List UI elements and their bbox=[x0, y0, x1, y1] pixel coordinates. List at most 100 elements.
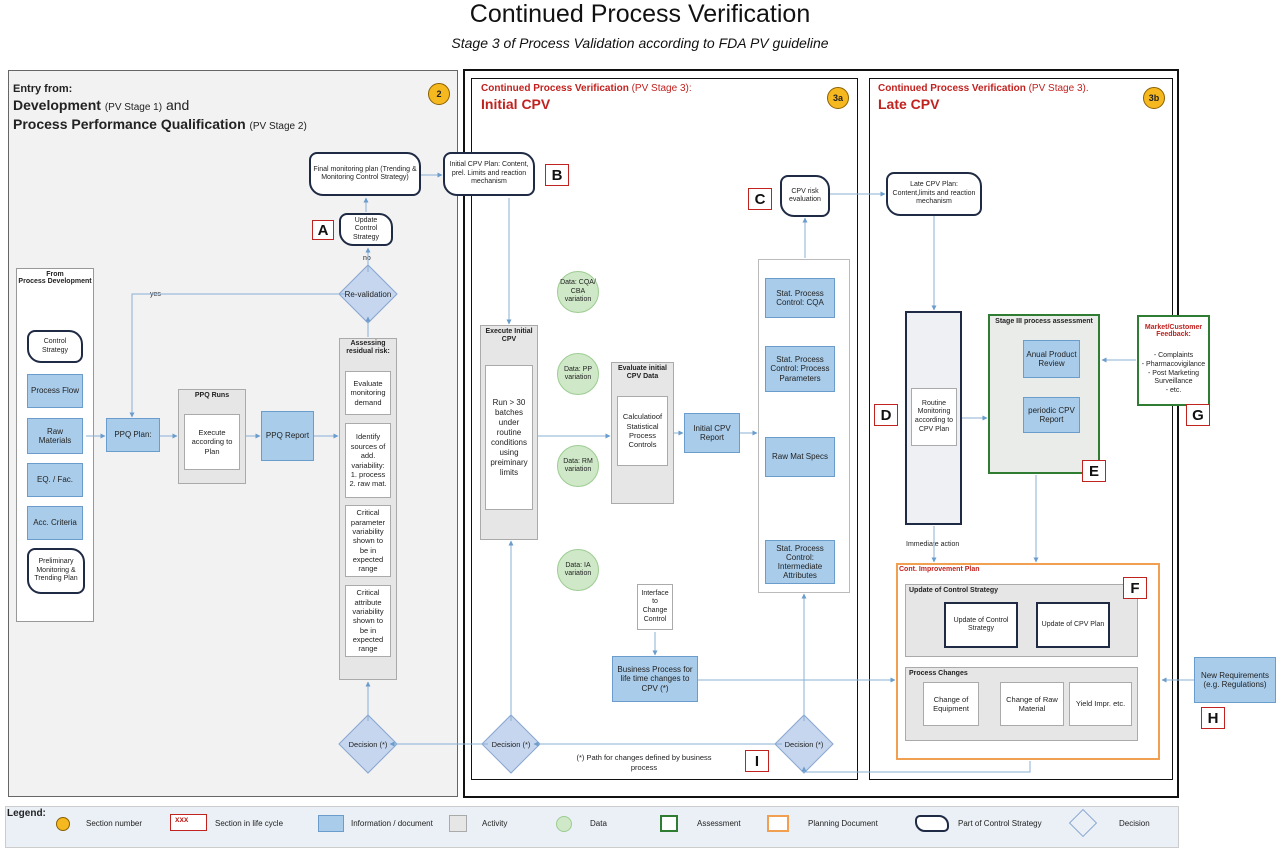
legend-planning-swatch bbox=[767, 815, 789, 832]
acc-criteria-doc: Acc. Criteria bbox=[27, 506, 83, 540]
raw-mat-specs-doc: Raw Mat Specs bbox=[765, 437, 835, 477]
section-number-2: 2 bbox=[428, 83, 450, 105]
section-label-i: I bbox=[745, 750, 769, 772]
spc-cqa-doc: Stat. Process Control: CQA bbox=[765, 278, 835, 318]
legend-activity-swatch bbox=[449, 815, 467, 832]
market-feedback-title: Market/Customer Feedback: bbox=[1144, 324, 1203, 338]
initial-cpv-heading-stage: (PV Stage 3): bbox=[631, 83, 692, 94]
update-control-strategy: Update Control Strategy bbox=[339, 213, 393, 246]
legend-assessment-swatch bbox=[660, 815, 678, 832]
update-cpv-plan: Update of CPV Plan bbox=[1036, 602, 1110, 648]
calc-spc-activity: Calculatioof Statistical Process Control… bbox=[617, 396, 668, 466]
legend-planning: Planning Document bbox=[808, 819, 878, 828]
yes-label: yes bbox=[150, 291, 161, 298]
identify-variability-activity: Identify sources of add. variability: 1.… bbox=[345, 423, 391, 498]
stage3-assessment-title: Stage III process assessment bbox=[995, 318, 1093, 325]
initial-cpv-heading: Continued Process Verification (PV Stage… bbox=[481, 83, 692, 94]
change-raw-material: Change of Raw Material bbox=[1000, 682, 1064, 726]
data-cqa-cba: Data: CQA/ CBA variation bbox=[557, 271, 599, 313]
improvement-plan-title: Cont. Improvement Plan bbox=[899, 566, 980, 573]
control-strategy-doc: Control Strategy bbox=[27, 330, 83, 363]
section-label-e: E bbox=[1082, 460, 1106, 482]
legend-control-swatch bbox=[915, 815, 949, 832]
yield-improvement: Yield Impr. etc. bbox=[1069, 682, 1132, 726]
entry-from-label: Entry from: bbox=[13, 83, 73, 95]
annual-product-review: Anual Product Review bbox=[1023, 340, 1080, 378]
no-label: no bbox=[363, 255, 371, 262]
legend-decision: Decision bbox=[1119, 819, 1150, 828]
decision-3a-left-label: Decision (*) bbox=[491, 739, 531, 749]
legend-info: Information / document bbox=[351, 819, 433, 828]
legend-section-number: Section number bbox=[86, 819, 143, 828]
market-feedback-box bbox=[1137, 315, 1210, 406]
section-label-b: B bbox=[545, 164, 569, 186]
section-label-g: G bbox=[1186, 404, 1210, 426]
late-cpv-subheading: Late CPV bbox=[878, 96, 940, 112]
dev-label: Development bbox=[13, 97, 101, 113]
from-dev-title: From Process Development bbox=[18, 271, 92, 285]
decision-left-label: Decision (*) bbox=[348, 739, 388, 749]
dev-heading: Development (PV Stage 1) and bbox=[13, 97, 189, 113]
legend-section-life: Section in life cycle bbox=[215, 819, 284, 828]
legend-xxx-swatch: xxx bbox=[170, 814, 207, 831]
ppq-heading: Process Performance Qualification (PV St… bbox=[13, 116, 307, 132]
section-label-h: H bbox=[1201, 707, 1225, 729]
market-feedback-items: - Complaints - Pharmacovigilance - Post … bbox=[1141, 352, 1206, 394]
legend-activity: Activity bbox=[482, 819, 508, 828]
data-ia: Data: IA variation bbox=[557, 549, 599, 591]
ppq-report-doc: PPQ Report bbox=[261, 411, 314, 461]
initial-cpv-heading-main: Continued Process Verification bbox=[481, 83, 629, 94]
update-control-strategy-plan: Update of Control Strategy bbox=[944, 602, 1018, 648]
late-cpv-heading-stage: (PV Stage 3). bbox=[1028, 83, 1089, 94]
legend-data: Data bbox=[590, 819, 607, 828]
process-flow-doc: Process Flow bbox=[27, 374, 83, 408]
initial-cpv-report: Initial CPV Report bbox=[684, 413, 740, 453]
initial-cpv-subheading: Initial CPV bbox=[481, 96, 551, 112]
ppq-runs-title: PPQ Runs bbox=[194, 392, 230, 399]
section-number-3a: 3a bbox=[827, 87, 849, 109]
initial-cpv-plan: Initial CPV Plan: Content, prel. Limits … bbox=[443, 152, 535, 196]
section-number-3b: 3b bbox=[1143, 87, 1165, 109]
legend-info-swatch bbox=[318, 815, 344, 832]
routine-monitoring-activity: Routine Monitoring according to CPV Plan bbox=[911, 388, 957, 446]
process-changes-title: Process Changes bbox=[909, 670, 968, 677]
raw-materials-doc: Raw Materials bbox=[27, 418, 83, 454]
change-equipment: Change of Equipment bbox=[923, 682, 979, 726]
evaluate-monitoring-activity: Evaluate monitoring demand bbox=[345, 371, 391, 415]
execute-plan-activity: Execute according to Plan bbox=[184, 414, 240, 470]
ppq-plan-doc: PPQ Plan: bbox=[106, 418, 160, 452]
execute-initial-cpv-title: Execute Initial CPV bbox=[485, 328, 533, 344]
section-label-d: D bbox=[874, 404, 898, 426]
decision-3a-right-label: Decision (*) bbox=[784, 739, 824, 749]
eq-fac-doc: EQ. / Fac. bbox=[27, 463, 83, 497]
prelim-monitoring-doc: Preliminary Monitoring & Trending Plan bbox=[27, 548, 85, 594]
ppq-stage: (PV Stage 2) bbox=[249, 121, 307, 132]
immediate-action-label: Immediate action bbox=[906, 541, 960, 548]
critical-parameter-activity: Critical parameter variability shown to … bbox=[345, 505, 391, 577]
legend-title: Legend: bbox=[7, 808, 46, 819]
spc-process-params-doc: Stat. Process Control: Process Parameter… bbox=[765, 346, 835, 392]
stage3-assessment-box bbox=[988, 314, 1100, 474]
final-monitoring-plan: Final monitoring plan (Trending & Monito… bbox=[309, 152, 421, 196]
legend-data-swatch bbox=[556, 816, 572, 832]
section-label-c: C bbox=[748, 188, 772, 210]
section-label-a: A bbox=[312, 220, 334, 240]
page-title: Continued Process Verification bbox=[469, 0, 811, 28]
page-subtitle: Stage 3 of Process Validation according … bbox=[451, 35, 829, 51]
revalidation-label: Re-validation bbox=[344, 289, 392, 299]
run-batches-activity: Run > 30 batches under routine condition… bbox=[485, 365, 533, 510]
section-label-f: F bbox=[1123, 577, 1147, 599]
data-rm: Data: RM variation bbox=[557, 445, 599, 487]
new-requirements-doc: New Requirements (e.g. Regulations) bbox=[1194, 657, 1276, 703]
late-cpv-heading-main: Continued Process Verification bbox=[878, 83, 1026, 94]
evaluate-cpv-title: Evaluate initial CPV Data bbox=[617, 365, 668, 381]
legend-assessment: Assessment bbox=[697, 819, 741, 828]
and-label: and bbox=[165, 97, 190, 113]
spc-intermediate-doc: Stat. Process Control: Intermediate Attr… bbox=[765, 540, 835, 584]
business-process-doc: Business Process for life time changes t… bbox=[612, 656, 698, 702]
assess-risk-title: Assessing residual risk: bbox=[346, 340, 390, 356]
periodic-cpv-report: periodic CPV Report bbox=[1023, 397, 1080, 433]
data-pp: Data: PP variation bbox=[557, 353, 599, 395]
cpv-risk-evaluation: CPV risk evaluation bbox=[780, 175, 830, 217]
late-cpv-heading: Continued Process Verification (PV Stage… bbox=[878, 83, 1089, 94]
